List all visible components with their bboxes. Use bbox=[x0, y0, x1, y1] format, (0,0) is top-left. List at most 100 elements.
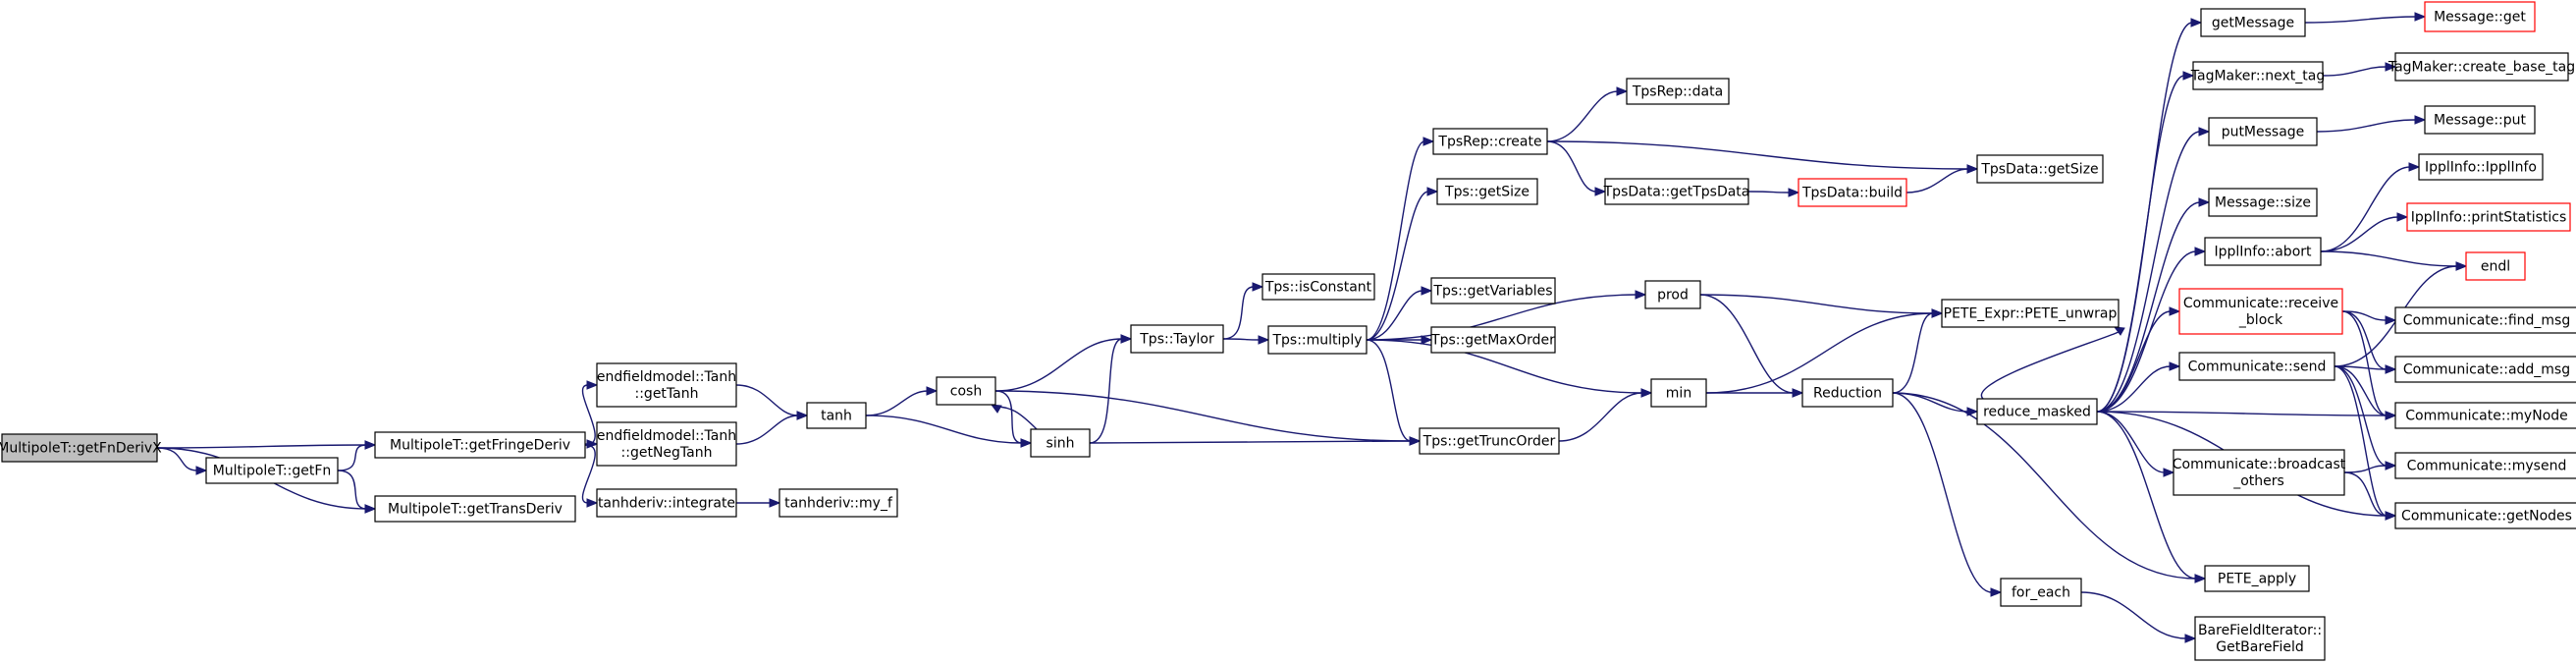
node-label: GetBareField bbox=[2216, 639, 2304, 655]
node-box bbox=[1261, 273, 1375, 301]
node-multipolet-getfn[interactable]: MultipoleT::getFn bbox=[205, 457, 339, 484]
node-tps-getsize[interactable]: Tps::getSize bbox=[1436, 178, 1538, 205]
node-min[interactable]: min bbox=[1650, 378, 1707, 408]
node-label: PETE_Expr::PETE_unwrap bbox=[1944, 306, 2118, 322]
node-label: Message::size bbox=[2215, 195, 2311, 211]
node-cosh[interactable]: cosh bbox=[936, 376, 996, 406]
node-label: Communicate::mysend bbox=[2407, 459, 2567, 474]
node-box bbox=[2394, 402, 2576, 429]
node-ipplinfo-abort[interactable]: IpplInfo::abort bbox=[2204, 237, 2322, 266]
node-label: Tps::getVariables bbox=[1432, 284, 1552, 300]
node-communicate-getnodes[interactable]: Communicate::getNodes bbox=[2394, 502, 2576, 529]
node-tps-taylor[interactable]: Tps::Taylor bbox=[1130, 324, 1224, 354]
edge-broadcast-to-mysend bbox=[2343, 461, 2397, 473]
edge-send-to-myNode bbox=[2334, 365, 2397, 420]
node-tpsdata-build[interactable]: TpsData::build bbox=[1798, 178, 1907, 207]
edge-multiply-to-getTruncOrder bbox=[1366, 339, 1422, 446]
node-barefielditerator-getbarefield[interactable]: BareFieldIterator::GetBareField bbox=[2194, 616, 2326, 661]
node-label: _others bbox=[2232, 473, 2284, 489]
node-endl[interactable]: endl bbox=[2465, 251, 2526, 281]
node-message-put[interactable]: Message::put bbox=[2424, 105, 2536, 135]
node-tps-getvariables[interactable]: Tps::getVariables bbox=[1430, 277, 1556, 304]
node-label: Communicate::find_msg bbox=[2403, 313, 2570, 329]
node-tpsrep-data[interactable]: TpsRep::data bbox=[1626, 78, 1730, 105]
node-box bbox=[1650, 378, 1707, 408]
node-communicate-broadcast-others[interactable]: Communicate::broadcast_others bbox=[2173, 449, 2346, 496]
edge-nexttag-to-createbasetag bbox=[2322, 62, 2397, 77]
node-box bbox=[1436, 178, 1538, 205]
node-box bbox=[2208, 117, 2318, 146]
node-sinh[interactable]: sinh bbox=[1030, 428, 1091, 458]
node-for-each[interactable]: for_each bbox=[2000, 578, 2082, 607]
node-communicate-mysend[interactable]: Communicate::mysend bbox=[2394, 452, 2576, 479]
node-label: MultipoleT::getTransDeriv bbox=[388, 502, 563, 518]
node-label: Communicate::broadcast bbox=[2173, 457, 2346, 472]
node-tpsrep-create[interactable]: TpsRep::create bbox=[1432, 128, 1548, 155]
node-tpsdata-gettpsdata[interactable]: TpsData::getTpsData bbox=[1603, 178, 1750, 205]
node-message-size[interactable]: Message::size bbox=[2208, 188, 2318, 217]
node-reduction[interactable]: Reduction bbox=[1801, 378, 1894, 408]
edge-tpsrepcreate-to-getTpsData bbox=[1546, 140, 1607, 196]
node-tps-getmaxorder[interactable]: Tps::getMaxOrder bbox=[1430, 326, 1556, 354]
node-ipplinfo-printstatistics[interactable]: IpplInfo::printStatistics bbox=[2406, 202, 2571, 232]
node-prod[interactable]: prod bbox=[1644, 280, 1701, 309]
node-box bbox=[2394, 52, 2569, 82]
node-box bbox=[2394, 306, 2576, 334]
edge-multiply-to-tpsrepcreate bbox=[1366, 137, 1435, 341]
node-endfieldmodel-tanh-gettanh[interactable]: endfieldmodel::Tanh::getTanh bbox=[596, 362, 737, 408]
node-box bbox=[2424, 1, 2536, 32]
node-box bbox=[1432, 128, 1548, 155]
edge-getTpsData-to-tpsdatabuild bbox=[1747, 188, 1800, 197]
node-label: putMessage bbox=[2222, 125, 2305, 140]
node-box bbox=[596, 421, 737, 467]
node-reduce-masked[interactable]: reduce_masked bbox=[1976, 398, 2098, 425]
node-box bbox=[2204, 237, 2322, 266]
node-label: Communicate::getNodes bbox=[2401, 509, 2572, 525]
node-label: MultipoleT::getFringeDeriv bbox=[390, 438, 570, 454]
node-ipplinfo-ipplinfo[interactable]: IpplInfo::IpplInfo bbox=[2418, 153, 2544, 181]
node-tanhderiv-integrate[interactable]: tanhderiv::integrate bbox=[596, 488, 737, 518]
node-communicate-receive-block[interactable]: Communicate::receive_block bbox=[2178, 288, 2343, 335]
node-tps-gettruncorder[interactable]: Tps::getTruncOrder bbox=[1419, 427, 1560, 455]
node-communicate-send[interactable]: Communicate::send bbox=[2178, 352, 2335, 381]
node-label: Communicate::myNode bbox=[2405, 409, 2568, 424]
node-box bbox=[936, 376, 996, 406]
edge-getTruncOrder-to-min bbox=[1558, 388, 1653, 442]
node-label: ::getNegTanh bbox=[621, 445, 713, 461]
node-pete-apply[interactable]: PETE_apply bbox=[2204, 565, 2310, 592]
node-tagmaker-create-base-tag[interactable]: TagMaker::create_base_tag bbox=[2388, 52, 2575, 82]
node-tps-multiply[interactable]: Tps::multiply bbox=[1267, 325, 1368, 355]
node-multipolet-getfringederiv[interactable]: MultipoleT::getFringeDeriv bbox=[374, 431, 586, 459]
node-label: TpsRep::create bbox=[1437, 135, 1541, 150]
node-tpsdata-getsize[interactable]: TpsData::getSize bbox=[1976, 154, 2104, 184]
edge-getFn-to-getTransDeriv bbox=[337, 470, 377, 514]
edge-reduction-to-unwrap bbox=[1892, 308, 1944, 394]
node-endfieldmodel-tanh-getnegtanh[interactable]: endfieldmodel::Tanh::getNegTanh bbox=[596, 421, 737, 467]
edge-reducemasked-to-peteapply bbox=[2096, 411, 2207, 583]
edge-multiply-to-prod bbox=[1366, 290, 1647, 341]
edge-getFnDerivX-to-getFringeDeriv bbox=[156, 440, 377, 450]
edge-receiveblock-to-myNode bbox=[2341, 310, 2397, 420]
node-message-get[interactable]: Message::get bbox=[2424, 1, 2536, 32]
edge-prod-to-reduction bbox=[1699, 294, 1804, 398]
node-tps-isconstant[interactable]: Tps::isConstant bbox=[1261, 273, 1375, 301]
node-communicate-add-msg[interactable]: Communicate::add_msg bbox=[2394, 356, 2576, 383]
node-label: TpsData::getTpsData bbox=[1603, 185, 1750, 200]
node-tanhderiv-my-f[interactable]: tanhderiv::my_f bbox=[778, 488, 898, 518]
node-communicate-mynode[interactable]: Communicate::myNode bbox=[2394, 402, 2576, 429]
node-tagmaker-next-tag[interactable]: TagMaker::next_tag bbox=[2190, 61, 2326, 90]
edge-getMessage-to-messageget bbox=[2304, 12, 2427, 24]
node-multipolet-gettransderiv[interactable]: MultipoleT::getTransDeriv bbox=[374, 495, 576, 523]
edge-reducemasked-to-receiveblock bbox=[2096, 306, 2181, 413]
node-pete-expr-pete-unwrap[interactable]: PETE_Expr::PETE_unwrap bbox=[1941, 299, 2120, 328]
node-putmessage[interactable]: putMessage bbox=[2208, 117, 2318, 146]
node-tanh[interactable]: tanh bbox=[806, 402, 867, 429]
node-label: Tps::multiply bbox=[1271, 333, 1362, 349]
node-multipolet-getfnderivx[interactable]: MultipoleT::getFnDerivX bbox=[0, 433, 162, 463]
edge-prod-to-unwrap bbox=[1699, 294, 1944, 318]
node-box bbox=[1130, 324, 1224, 354]
node-box bbox=[2406, 202, 2571, 232]
node-getmessage[interactable]: getMessage bbox=[2200, 8, 2306, 37]
node-communicate-find-msg[interactable]: Communicate::find_msg bbox=[2394, 306, 2576, 334]
